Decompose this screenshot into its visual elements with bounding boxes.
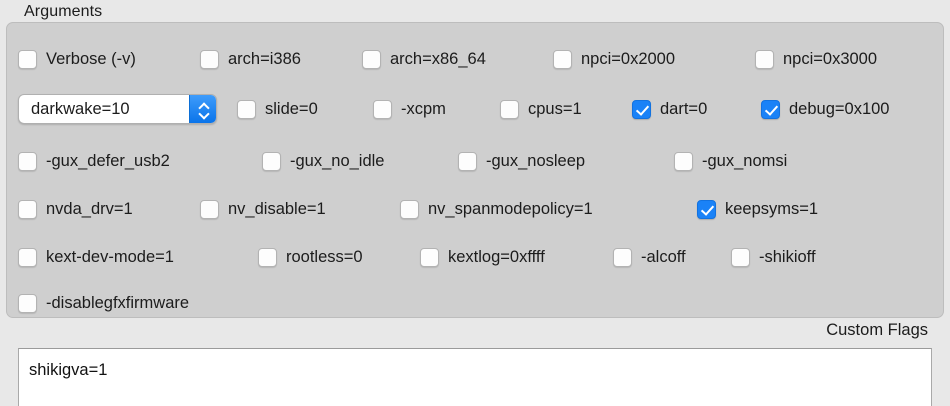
checkbox-label: kextlog=0xffff — [448, 248, 545, 266]
checkbox-nv-spanmodepolicy-1[interactable]: nv_spanmodepolicy=1 — [400, 194, 593, 224]
checkbox-gux-defer-usb2[interactable]: -gux_defer_usb2 — [18, 146, 170, 176]
checkbox-label: -gux_nomsi — [702, 152, 788, 170]
checkbox-alcoff[interactable]: -alcoff — [613, 242, 686, 272]
checkbox-box[interactable] — [258, 247, 277, 267]
checkbox-box[interactable] — [18, 293, 37, 313]
checkbox-box[interactable] — [373, 99, 392, 119]
checkbox-box[interactable] — [755, 49, 774, 69]
checkbox-label: -disablegfxfirmware — [46, 294, 190, 312]
custom-flags-input[interactable]: shikigva=1 — [18, 348, 932, 406]
checkbox-box[interactable] — [18, 49, 37, 69]
checkbox-box[interactable] — [613, 247, 632, 267]
checkbox-gux-no-idle[interactable]: -gux_no_idle — [262, 146, 385, 176]
chevron-down-icon — [199, 111, 208, 116]
custom-flags-value: shikigva=1 — [29, 361, 108, 379]
checkmark-icon[interactable] — [697, 199, 716, 219]
checkbox-gux-nomsi[interactable]: -gux_nomsi — [674, 146, 787, 176]
checkbox-label: nvda_drv=1 — [46, 200, 133, 218]
group-title: Arguments — [24, 3, 103, 20]
checkbox-label: nv_spanmodepolicy=1 — [428, 200, 593, 218]
checkbox-keepsyms-1[interactable]: keepsyms=1 — [697, 194, 818, 224]
checkbox-box[interactable] — [420, 247, 439, 267]
checkbox-box[interactable] — [18, 247, 37, 267]
checkbox-label: npci=0x2000 — [581, 50, 676, 68]
checkbox-arch-x86-64[interactable]: arch=x86_64 — [362, 44, 486, 74]
checkbox-label: -xcpm — [401, 100, 446, 118]
checkbox-label: -gux_nosleep — [486, 152, 586, 170]
checkbox-kext-dev-mode-1[interactable]: kext-dev-mode=1 — [18, 242, 174, 272]
checkbox-debug-0x100[interactable]: debug=0x100 — [761, 94, 889, 124]
checkbox-label: dart=0 — [660, 100, 708, 118]
checkbox-label: rootless=0 — [286, 248, 363, 266]
checkbox-label: -gux_no_idle — [290, 152, 385, 170]
darkwake-popup-button[interactable]: darkwake=10 — [18, 94, 217, 124]
checkbox-box[interactable] — [18, 199, 37, 219]
checkbox-box[interactable] — [553, 49, 572, 69]
checkbox-nv-disable-1[interactable]: nv_disable=1 — [200, 194, 326, 224]
checkbox-box[interactable] — [237, 99, 256, 119]
checkbox-label: Verbose (-v) — [46, 50, 136, 68]
checkbox-label: cpus=1 — [528, 100, 582, 118]
chevron-up-down-icon[interactable] — [189, 95, 216, 123]
checkbox-box[interactable] — [200, 49, 219, 69]
checkbox-npci-0x3000[interactable]: npci=0x3000 — [755, 44, 877, 74]
checkbox-label: kext-dev-mode=1 — [46, 248, 174, 266]
checkbox-xcpm[interactable]: -xcpm — [373, 94, 446, 124]
checkbox-label: keepsyms=1 — [725, 200, 819, 218]
checkbox-dart-0[interactable]: dart=0 — [632, 94, 707, 124]
checkbox-label: -shikioff — [759, 248, 816, 266]
checkbox-slide-0[interactable]: slide=0 — [237, 94, 318, 124]
checkbox-disablegfxfirmware[interactable]: -disablegfxfirmware — [18, 288, 189, 318]
checkbox-label: slide=0 — [265, 100, 318, 118]
checkbox-box[interactable] — [500, 99, 519, 119]
darkwake-popup-value: darkwake=10 — [31, 100, 130, 118]
checkbox-box[interactable] — [18, 151, 37, 171]
checkbox-box[interactable] — [400, 199, 419, 219]
checkbox-rootless-0[interactable]: rootless=0 — [258, 242, 363, 272]
checkbox-arch-i386[interactable]: arch=i386 — [200, 44, 301, 74]
checkbox-label: -alcoff — [641, 248, 686, 266]
checkmark-icon[interactable] — [761, 99, 780, 119]
checkbox-label: -gux_defer_usb2 — [46, 152, 170, 170]
checkbox-box[interactable] — [674, 151, 693, 171]
checkbox-box[interactable] — [262, 151, 281, 171]
custom-flags-label: Custom Flags — [826, 321, 928, 339]
checkbox-cpus-1[interactable]: cpus=1 — [500, 94, 582, 124]
checkbox-label: npci=0x3000 — [783, 50, 878, 68]
checkbox-gux-nosleep[interactable]: -gux_nosleep — [458, 146, 585, 176]
checkbox-label: nv_disable=1 — [228, 200, 326, 218]
checkbox-label: arch=x86_64 — [390, 50, 486, 68]
checkbox-label: debug=0x100 — [789, 100, 890, 118]
checkbox-box[interactable] — [458, 151, 477, 171]
checkbox-kextlog-0xffff[interactable]: kextlog=0xffff — [420, 242, 545, 272]
checkbox-label: arch=i386 — [228, 50, 301, 68]
checkbox-box[interactable] — [731, 247, 750, 267]
checkmark-icon[interactable] — [632, 99, 651, 119]
chevron-up-icon — [199, 103, 208, 108]
checkbox-npci-0x2000[interactable]: npci=0x2000 — [553, 44, 675, 74]
checkbox-box[interactable] — [362, 49, 381, 69]
checkbox-box[interactable] — [200, 199, 219, 219]
checkbox-nvda-drv-1[interactable]: nvda_drv=1 — [18, 194, 133, 224]
checkbox-shikioff[interactable]: -shikioff — [731, 242, 816, 272]
checkbox-verbose-v[interactable]: Verbose (-v) — [18, 44, 136, 74]
